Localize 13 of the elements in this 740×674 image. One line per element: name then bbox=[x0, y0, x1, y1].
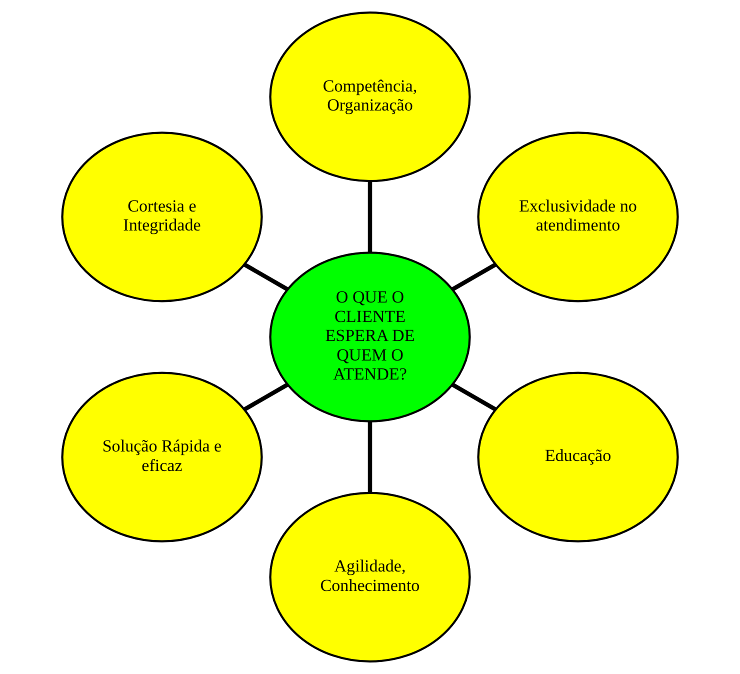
connector bbox=[243, 262, 289, 292]
node-ellipse: Cortesia e Integridade bbox=[61, 132, 263, 302]
node-ellipse: Solução Rápida e eficaz bbox=[61, 372, 263, 542]
connector bbox=[243, 382, 289, 412]
connector bbox=[451, 382, 497, 412]
node-ellipse: Agilidade, Conhecimento bbox=[269, 492, 471, 663]
node-ellipse: Exclusividade no atendimento bbox=[477, 132, 679, 302]
connector bbox=[368, 421, 372, 493]
connector bbox=[368, 181, 372, 253]
node-ellipse: O QUE O CLIENTE ESPERA DE QUEM O ATENDE? bbox=[269, 252, 471, 422]
node-ellipse: Competência, Organização bbox=[269, 11, 471, 182]
connector bbox=[451, 262, 497, 292]
node-ellipse: Educação bbox=[477, 372, 679, 542]
